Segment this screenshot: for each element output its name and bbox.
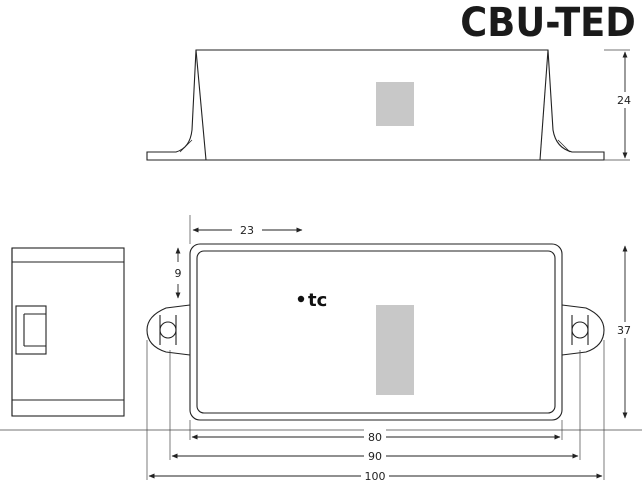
- product-title: CBU-TED: [460, 0, 636, 46]
- dim-100-label: 100: [365, 470, 386, 483]
- label-area-plan: [376, 305, 414, 395]
- side-view: [146, 49, 605, 161]
- dim-width-label: 37: [617, 324, 631, 337]
- dim-90-label: 90: [368, 450, 382, 463]
- tc-label: tc: [308, 290, 327, 311]
- plan-view: [146, 243, 605, 421]
- dim-offset-label: 23: [240, 224, 254, 237]
- label-area-top: [376, 82, 414, 126]
- dim-hole-label: 6: [175, 266, 182, 279]
- dim-80-label: 80: [368, 431, 382, 444]
- dim-height-label: 24: [617, 94, 631, 107]
- tc-dot: [297, 295, 305, 303]
- end-view: [11, 247, 125, 417]
